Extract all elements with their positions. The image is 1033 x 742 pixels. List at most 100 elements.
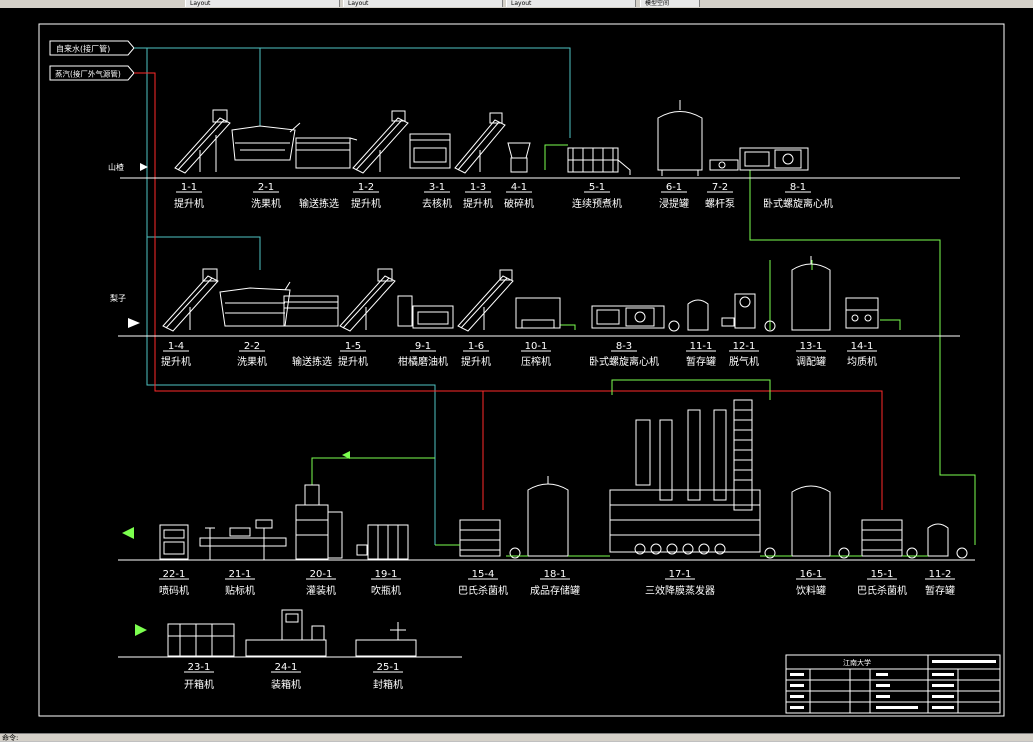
pasteurizer-15-4	[459, 519, 501, 557]
label-15-1: 15-1 巴氏杀菌机	[857, 569, 907, 597]
equip-name: 喷码机	[159, 584, 189, 597]
case-erector-23-1	[167, 623, 235, 657]
equip-name: 均质机	[847, 355, 877, 368]
washer-2-1	[231, 125, 296, 161]
pitter-3-1	[409, 133, 451, 169]
equip-code: 18-1	[544, 569, 567, 580]
deaerator-12-1	[734, 293, 756, 329]
water-lines	[134, 47, 571, 545]
layout-tab-3[interactable]: Layout	[506, 0, 636, 7]
label-16-1: 16-1 饮料罐	[796, 569, 826, 597]
equip-name: 灌装机	[306, 584, 336, 597]
equip-name: 提升机	[161, 355, 191, 368]
equip-name: 螺杆泵	[705, 198, 735, 210]
equip-code: 2-1	[258, 182, 274, 193]
label-1-6: 1-6 提升机	[461, 341, 491, 368]
equip-name: 调配罐	[796, 355, 826, 368]
centrifuge-8-1	[739, 147, 809, 171]
label-23-1: 23-1 开箱机	[184, 662, 214, 691]
steam-input-label: 蒸汽(接厂外气源管)	[55, 69, 121, 79]
elevator-1-4	[162, 275, 219, 332]
equip-name: 脱气机	[729, 355, 759, 368]
holding-tank-11-2	[927, 523, 949, 557]
water-input-tag	[49, 40, 135, 56]
equip-code: 24-1	[275, 662, 298, 673]
equip-code: 14-1	[851, 341, 874, 352]
feed-arrows	[128, 163, 148, 328]
layout-tab-1[interactable]: Layout	[185, 0, 340, 7]
equip-name: 提升机	[338, 355, 368, 368]
equip-code: 19-1	[375, 569, 398, 580]
equip-code: 11-2	[929, 569, 952, 580]
equip-name: 浸提罐	[659, 197, 689, 210]
crusher-4-1	[507, 142, 531, 159]
equip-code: 23-1	[188, 662, 211, 673]
equip-name: 洗果机	[237, 355, 267, 368]
label-13-1: 13-1 调配罐	[796, 341, 826, 368]
equip-code: 16-1	[800, 569, 823, 580]
equip-code: 1-6	[468, 341, 484, 352]
beverage-tank-16-1	[791, 485, 831, 557]
case-packer-24-1	[245, 639, 327, 657]
label-2-1: 2-1 洗果机	[251, 182, 281, 210]
press-10-1	[515, 297, 561, 329]
school-name: 江南大学	[843, 658, 871, 667]
equip-name: 装箱机	[271, 678, 301, 691]
layout-tab-2[interactable]: Layout	[343, 0, 503, 7]
row4-equipment	[167, 609, 417, 657]
equip-name: 洗果机	[251, 197, 281, 210]
case-sealer-25-1	[355, 639, 417, 657]
equip-code: 1-4	[168, 341, 184, 352]
label-7-2: 7-2 螺杆泵	[705, 182, 735, 210]
equip-name: 压榨机	[521, 355, 551, 368]
equip-name: 提升机	[463, 197, 493, 210]
equip-name: 卧式螺旋离心机	[763, 197, 833, 210]
equip-name: 提升机	[461, 355, 491, 368]
row2-equipment	[162, 256, 879, 332]
flow-arrows	[122, 451, 350, 636]
drawing-canvas[interactable]: 自来水(接厂管) 蒸汽(接厂外气源管) 山楂 梨子	[0, 8, 1033, 733]
process-flow-diagram: 自来水(接厂管) 蒸汽(接厂外气源管) 山楂 梨子	[38, 23, 1005, 717]
equip-code: 1-2	[358, 182, 374, 193]
row3-pipes	[435, 544, 928, 557]
equip-code: 1-3	[470, 182, 486, 193]
equip-name: 破碎机	[504, 197, 534, 210]
equip-code: 6-1	[666, 182, 682, 193]
screw-pump-7-2	[709, 159, 739, 171]
oil-grinder-9-1	[397, 295, 413, 327]
equip-code: 5-1	[589, 182, 605, 193]
label-1-3: 1-3 提升机	[463, 182, 493, 210]
equip-name: 输送拣选	[292, 355, 332, 368]
equip-name: 开箱机	[184, 678, 214, 691]
equip-code: 15-1	[871, 569, 894, 580]
homogenizer-14-1	[845, 297, 879, 329]
equip-code: 25-1	[377, 662, 400, 673]
equip-name: 饮料罐	[796, 584, 826, 597]
equip-name: 巴氏杀菌机	[857, 584, 907, 597]
title-block: 江南大学	[785, 654, 1001, 714]
equip-name: 暂存罐	[925, 584, 955, 597]
equip-code: 7-2	[712, 182, 728, 193]
label-conveyor-1: 输送拣选	[299, 197, 339, 210]
equip-name: 柑橘磨油机	[398, 355, 448, 368]
command-line[interactable]: 命令:	[0, 733, 1033, 742]
conveyor-1	[295, 137, 351, 169]
model-space-tab[interactable]: 模型空间	[640, 0, 700, 7]
holding-tank-11-1	[687, 299, 709, 331]
steam-lines	[134, 72, 883, 510]
equip-code: 13-1	[800, 341, 823, 352]
